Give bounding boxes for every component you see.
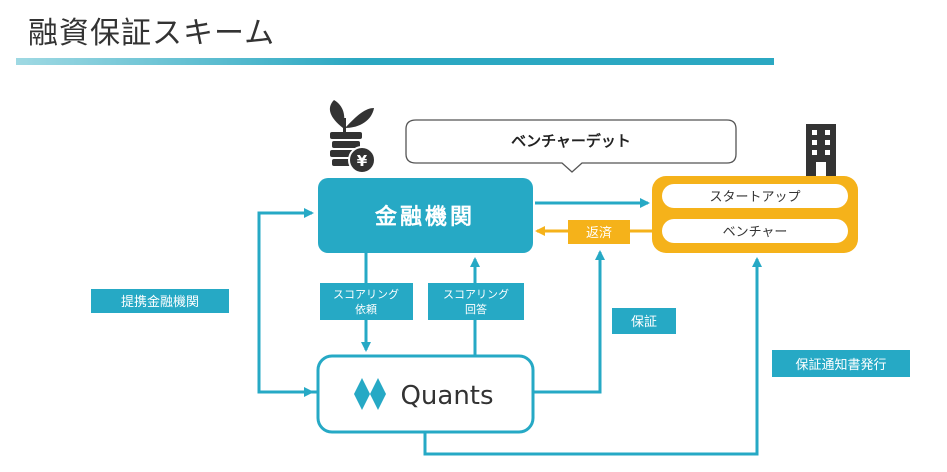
scoring-request-label-1: スコアリング	[333, 287, 399, 301]
scoring-answer-label-2: 回答	[465, 302, 487, 316]
startup-node: スタートアップ ベンチャー	[652, 176, 858, 253]
building-icon	[806, 124, 836, 176]
bank-label: 金融機関	[374, 204, 475, 230]
guarantee-notice-label-box: 保証通知書発行	[772, 350, 910, 377]
guarantee-label: 保証	[631, 315, 657, 330]
guarantee-notice-label: 保証通知書発行	[795, 357, 886, 373]
bank-node: 金融機関	[318, 178, 533, 253]
venture-debt-callout: ベンチャーデット	[405, 119, 737, 173]
page-title: 融資保証スキーム	[28, 16, 276, 51]
partner-bank-label: 提携金融機関	[121, 294, 199, 310]
partner-bank-label-box: 提携金融機関	[91, 289, 229, 313]
repayment-label: 返済	[586, 225, 612, 241]
repayment-label-box: 返済	[568, 220, 630, 244]
quants-node: Quants	[316, 354, 535, 434]
title-underline	[16, 58, 774, 65]
quants-logo-icon	[354, 378, 386, 410]
yen-symbol: ¥	[357, 152, 368, 170]
guarantee-notice-arrow	[423, 257, 762, 456]
startup-label: スタートアップ	[709, 190, 800, 205]
quants-label: Quants	[400, 381, 493, 411]
scoring-answer-label-1: スコアリング	[443, 287, 509, 301]
partner-bank-arrow-up	[257, 208, 318, 394]
guarantee-label-box: 保証	[612, 308, 676, 334]
scoring-request-label-box: スコアリング 依頼	[320, 283, 413, 320]
scoring-answer-label-box: スコアリング 回答	[428, 283, 524, 320]
scoring-request-label-2: 依頼	[355, 303, 377, 316]
money-plant-icon: ¥	[329, 100, 376, 174]
guarantee-arrow	[533, 250, 605, 394]
callout-label: ベンチャーデット	[511, 132, 631, 150]
venture-label: ベンチャー	[723, 225, 788, 240]
